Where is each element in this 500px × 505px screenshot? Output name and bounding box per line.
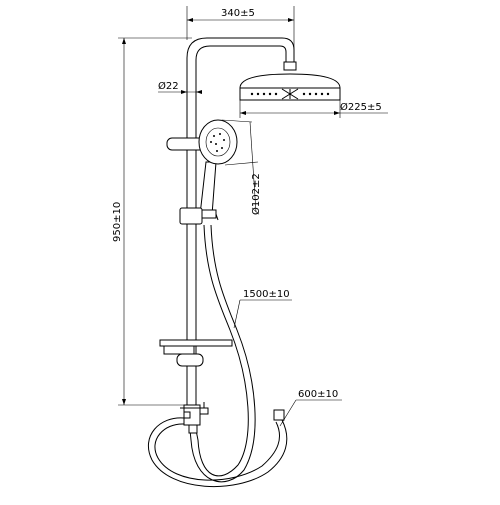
nozzle-dots: [250, 88, 330, 100]
dim-top-width: 340±5: [186, 6, 295, 50]
long-hose: [189, 224, 256, 483]
hand-shower: [198, 119, 238, 216]
diverter-valve: [180, 402, 209, 434]
label-head-diameter: Ø225±5: [340, 101, 382, 113]
label-hand-diameter: Ø102±2: [250, 173, 262, 215]
dim-hand-diameter: Ø102±2: [221, 119, 262, 215]
overhead-shower-head: [239, 73, 341, 101]
dim-hose-short: 600±10: [279, 389, 342, 427]
slider-clamp: [179, 207, 219, 225]
riser-pipe: [186, 37, 297, 405]
label-hose-long: 1500±10: [243, 289, 290, 300]
label-height: 950±10: [112, 202, 123, 242]
short-hose: [147, 409, 288, 488]
label-top-width: 340±5: [221, 8, 255, 19]
shelf-tray: [159, 339, 233, 367]
label-hose-short: 600±10: [298, 389, 338, 400]
dim-height: 950±10: [112, 37, 192, 406]
dim-head-diameter: Ø225±5: [239, 100, 388, 118]
label-pipe-diameter: Ø22: [158, 80, 179, 92]
dim-hose-long: 1500±10: [233, 289, 292, 329]
dim-pipe-diameter: Ø22: [158, 80, 202, 94]
